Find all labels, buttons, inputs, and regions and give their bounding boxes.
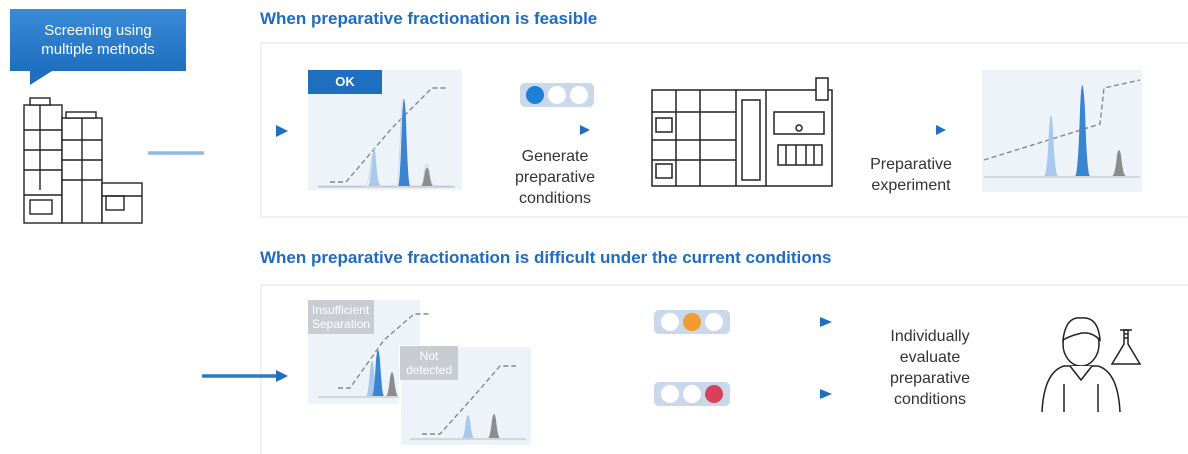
callout-line-2: multiple methods bbox=[41, 41, 155, 58]
arrow-to-feasible bbox=[148, 125, 288, 137]
signal-orange bbox=[654, 310, 730, 334]
prep-lc-system-icon bbox=[651, 77, 833, 187]
eval-line-1: Individually bbox=[890, 328, 970, 345]
signal-red bbox=[654, 382, 730, 406]
generate-conditions-label: Generate preparative conditions bbox=[490, 146, 620, 209]
not-detected-tag: Not detected bbox=[400, 346, 458, 380]
screening-callout: Screening using multiple methods bbox=[10, 9, 186, 71]
ok-badge: OK bbox=[308, 70, 382, 94]
hplc-system-icon bbox=[23, 97, 143, 224]
scientist-icon bbox=[1041, 317, 1121, 413]
generate-line-1: Generate bbox=[521, 148, 589, 165]
heading-feasible: When preparative fractionation is feasib… bbox=[260, 9, 598, 28]
insufficient-line-2: Separation bbox=[312, 317, 371, 331]
prep-experiment-label: Preparative experiment bbox=[846, 154, 976, 196]
prep-exp-line-1: Preparative bbox=[870, 156, 952, 173]
eval-line-4: conditions bbox=[893, 391, 967, 408]
generate-line-3: conditions bbox=[518, 190, 592, 207]
evaluate-conditions-label: Individually evaluate preparative condit… bbox=[870, 326, 990, 410]
callout-line-1: Screening using bbox=[44, 22, 152, 39]
heading-difficult: When preparative fractionation is diffic… bbox=[260, 248, 832, 267]
insufficient-separation-tag: Insufficient Separation bbox=[308, 300, 375, 334]
signal-blue bbox=[520, 83, 594, 107]
flask-icon bbox=[1110, 329, 1142, 365]
arrow-generate bbox=[522, 125, 590, 135]
eval-line-3: preparative bbox=[889, 370, 971, 387]
insufficient-line-1: Insufficient bbox=[312, 303, 370, 317]
arrow-to-difficult bbox=[148, 151, 288, 382]
arrow-prep-experiment bbox=[876, 125, 946, 135]
generate-line-2: preparative bbox=[514, 169, 596, 186]
arrow-insufficient bbox=[462, 317, 832, 327]
prep-exp-line-2: experiment bbox=[871, 177, 951, 194]
result-chromatogram bbox=[982, 70, 1142, 192]
callout-tail bbox=[30, 71, 52, 85]
not-detected-line-1: Not bbox=[419, 349, 439, 363]
not-detected-line-2: detected bbox=[405, 363, 453, 377]
eval-line-2: evaluate bbox=[899, 349, 961, 366]
